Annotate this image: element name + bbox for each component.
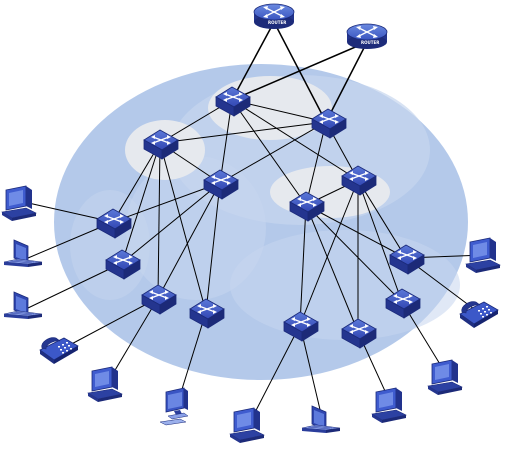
laptop-2[interactable] [3,291,43,320]
router-icon [346,23,388,50]
router-icon [253,3,295,30]
router-label: ROUTER [268,20,286,25]
desktop-pc-1[interactable] [1,185,37,222]
monitor-icon [159,387,189,426]
ip-phone-icon [459,301,499,329]
desktop-pc-5[interactable] [427,359,463,396]
desktop-computer-icon [229,407,265,444]
laptop-icon [301,405,341,434]
network-links [231,21,368,123]
desktop-pc-6[interactable] [465,237,501,274]
desktop-computer-icon [465,237,501,274]
desktop-pc-4[interactable] [371,387,407,424]
desktop-computer-icon [1,185,37,222]
monitor-1[interactable] [159,387,189,426]
ip-phone-1[interactable] [39,337,79,365]
router-2[interactable]: ROUTER [346,23,388,50]
laptop-icon [3,291,43,320]
router-label: ROUTER [361,40,379,45]
laptop-3[interactable] [301,405,341,434]
ip-phone-2[interactable] [459,301,499,329]
laptop-1[interactable] [3,239,43,268]
network-links [23,99,485,423]
desktop-pc-3[interactable] [229,407,265,444]
desktop-pc-2[interactable] [87,366,123,403]
desktop-computer-icon [371,387,407,424]
laptop-icon [3,239,43,268]
desktop-computer-icon [427,359,463,396]
desktop-computer-icon [87,366,123,403]
ip-phone-icon [39,337,79,365]
router-1[interactable]: ROUTER [253,3,295,30]
